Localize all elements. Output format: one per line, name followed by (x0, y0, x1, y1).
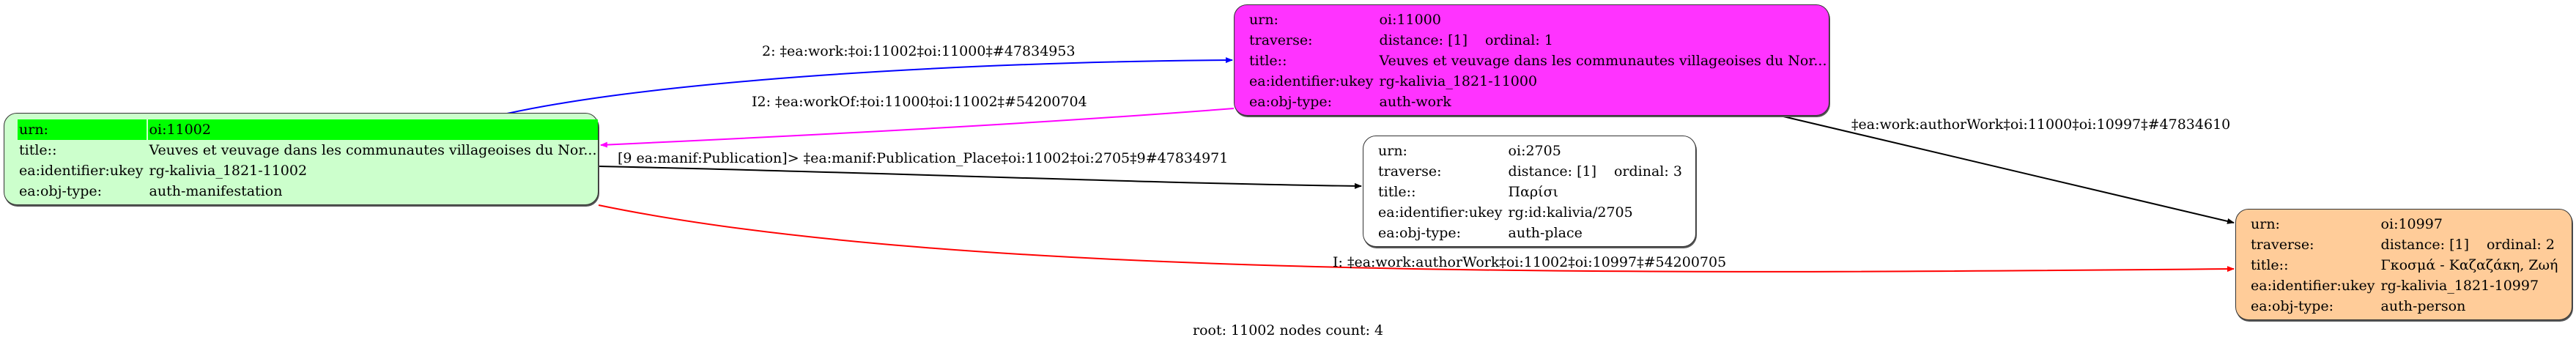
ukey-key: ea:identifier:ukey (1249, 73, 1374, 89)
title-key: title:: (19, 142, 57, 158)
node-person-table: urn: oi:10997 traverse: distance: [1] ord… (2248, 214, 2561, 316)
urn-key: urn: (2251, 216, 2280, 232)
title-key: title:: (1378, 184, 1416, 200)
ukey-value: rg:id:kalivia/2705 (1508, 204, 1633, 221)
traverse-key: traverse: (1378, 163, 1442, 179)
type-value: auth-person (2380, 298, 2466, 314)
type-value: auth-manifestation (149, 183, 283, 199)
edge-author-work[interactable] (1780, 115, 2235, 224)
edge-label-publication-place: [9 ea:manif:Publication]> ‡ea:manif:Publ… (618, 150, 1229, 166)
title-value: Γκοσμά - Καζαζάκη, Ζωή (2380, 257, 2558, 273)
urn-key: urn: (1378, 143, 1407, 159)
urn-key: urn: (1249, 12, 1278, 28)
urn-value: oi:11000 (1379, 12, 1441, 28)
urn-value: oi:10997 (2380, 216, 2443, 232)
type-value: auth-work (1379, 94, 1451, 110)
ukey-key: ea:identifier:ukey (2251, 278, 2375, 294)
traverse-key: traverse: (2251, 237, 2314, 253)
node-work-table: urn: oi:11000 traverse: distance: [1] ord… (1246, 10, 1829, 112)
title-value: Veuves et veuvage dans les communautes v… (149, 142, 597, 158)
row-ukey: ea:identifier:ukey rg-kalivia_1821-11002 (18, 160, 598, 181)
type-key: ea:obj-type: (1378, 225, 1462, 241)
edge-label-author-work: ‡ea:work:authorWork‡oi:11000‡oi:10997‡#4… (1851, 116, 2231, 133)
node-root-manifestation[interactable]: urn: oi:11002 title:: Veuves et veuvage … (4, 113, 599, 205)
type-value: auth-place (1508, 225, 1583, 241)
node-person[interactable]: urn: oi:10997 traverse: distance: [1] ord… (2235, 209, 2572, 320)
node-place[interactable]: urn: oi:2705 traverse: distance: [1] ordi… (1363, 136, 1696, 247)
ukey-value: rg-kalivia_1821-11000 (1379, 73, 1538, 89)
distance-value: distance: [1] (1508, 163, 1596, 179)
title-key: title:: (2251, 257, 2289, 273)
graph-footer: root: 11002 nodes count: 4 (1193, 322, 1384, 338)
urn-key: urn: (18, 119, 147, 140)
edge-label-work: 2: ‡ea:work:‡oi:11002‡oi:11000‡#47834953 (762, 43, 1076, 59)
row-urn: urn: oi:11002 (18, 119, 599, 140)
ordinal-value: ordinal: 2 (2486, 237, 2555, 253)
traverse-key: traverse: (1249, 32, 1313, 48)
type-key: ea:obj-type: (19, 183, 103, 199)
ukey-value: rg-kalivia_1821-10997 (2380, 278, 2539, 294)
edge-work[interactable] (506, 57, 1233, 114)
ordinal-value: ordinal: 1 (1484, 32, 1553, 48)
row-type: ea:obj-type: auth-manifestation (18, 181, 598, 201)
node-root-table: urn: oi:11002 title:: Veuves et veuvage … (16, 119, 599, 201)
edge-workOf[interactable] (600, 108, 1235, 148)
type-key: ea:obj-type: (1249, 94, 1333, 110)
distance-value: distance: [1] (2380, 237, 2469, 253)
edge-label-author-work-inverse: I: ‡ea:work:authorWork‡oi:11002‡oi:10997… (1333, 254, 1727, 270)
edge-publication-place[interactable] (598, 166, 1362, 189)
type-key: ea:obj-type: (2251, 298, 2334, 314)
title-value: Veuves et veuvage dans les communautes v… (1379, 53, 1827, 69)
distance-value: distance: [1] (1379, 32, 1467, 48)
title-value: Παρίσι (1508, 184, 1558, 200)
ukey-key: ea:identifier:ukey (19, 163, 144, 179)
edge-label-workOf: I2: ‡ea:workOf:‡oi:11000‡oi:11002‡#54200… (752, 94, 1087, 110)
ukey-key: ea:identifier:ukey (1378, 204, 1503, 221)
node-work[interactable]: urn: oi:11000 traverse: distance: [1] ord… (1234, 4, 1829, 116)
ordinal-value: ordinal: 3 (1613, 163, 1682, 179)
urn-value: oi:2705 (1508, 143, 1561, 159)
urn-value: oi:11002 (147, 119, 599, 140)
row-title: title:: Veuves et veuvage dans les commu… (18, 140, 598, 160)
ukey-value: rg-kalivia_1821-11002 (149, 163, 308, 179)
title-key: title:: (1249, 53, 1287, 69)
edge-author-work-inverse[interactable] (598, 204, 2235, 273)
node-place-table: urn: oi:2705 traverse: distance: [1] ordi… (1375, 141, 1685, 243)
